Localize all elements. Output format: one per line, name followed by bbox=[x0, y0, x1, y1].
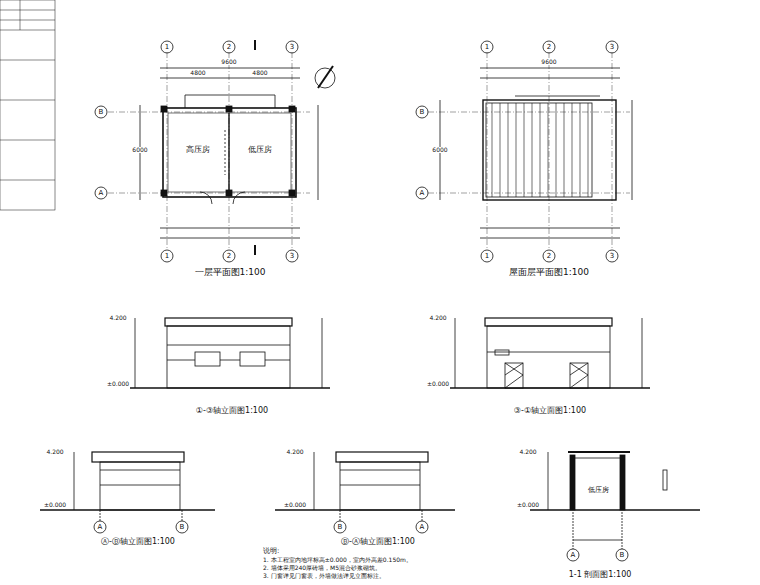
note-text: 3. 门窗详见门窗表，外墙做法详见立面标注。 bbox=[262, 573, 386, 579]
level-mark: ±0.000 bbox=[283, 502, 307, 508]
dimension: 9600 bbox=[540, 59, 557, 65]
room-name: 低压房 bbox=[247, 146, 273, 154]
axis-number: B bbox=[179, 524, 186, 531]
axis-number: A bbox=[98, 190, 105, 197]
dimension: 6000 bbox=[431, 147, 448, 153]
axis-number: 1 bbox=[484, 44, 490, 51]
axis-number: 3 bbox=[289, 44, 295, 51]
level-mark: 4.200 bbox=[45, 449, 64, 455]
level-mark: ±0.000 bbox=[426, 381, 450, 387]
axis-number: 2 bbox=[546, 44, 552, 51]
level-mark: ±0.000 bbox=[43, 502, 67, 508]
axis-number: 1 bbox=[164, 253, 170, 260]
room-name: 低压房 bbox=[587, 487, 610, 494]
note-text: 说明: bbox=[262, 548, 280, 555]
axis-number: 2 bbox=[546, 253, 552, 260]
axis-number: 1 bbox=[164, 44, 170, 51]
view-title: ③-①轴立面图1:100 bbox=[513, 407, 587, 415]
room-name: 高压房 bbox=[185, 146, 211, 154]
axis-number: B bbox=[419, 109, 426, 116]
note-text: 2. 墙体采用240厚砖墙，M5混合砂浆砌筑。 bbox=[262, 565, 382, 571]
level-mark: 4.200 bbox=[108, 315, 127, 321]
level-mark: ±0.000 bbox=[516, 502, 540, 508]
axis-number: 2 bbox=[226, 253, 232, 260]
axis-number: A bbox=[419, 524, 426, 531]
axis-number: 2 bbox=[226, 44, 232, 51]
axis-number: 3 bbox=[609, 44, 615, 51]
axis-number: B bbox=[619, 552, 626, 559]
dimension: 6000 bbox=[131, 147, 148, 153]
level-mark: 4.200 bbox=[285, 449, 304, 455]
view-title: ①-③轴立面图1:100 bbox=[195, 407, 269, 415]
axis-number: 3 bbox=[289, 253, 295, 260]
view-title: 屋面层平面图1:100 bbox=[508, 268, 590, 277]
dimension: 4800 bbox=[251, 70, 268, 76]
axis-number: 1 bbox=[484, 253, 490, 260]
view-title: 1-1 剖面图1:100 bbox=[568, 571, 633, 579]
axis-number: 3 bbox=[609, 253, 615, 260]
axis-number: B bbox=[337, 524, 344, 531]
dimension: 9600 bbox=[220, 59, 237, 65]
note-text: 1. 本工程室内地坪标高±0.000，室内外高差0.150m。 bbox=[262, 557, 413, 563]
view-title: Ⓐ-Ⓑ轴立面图1:100 bbox=[100, 538, 176, 546]
dimension: 4800 bbox=[189, 70, 206, 76]
axis-number: A bbox=[570, 552, 577, 559]
axis-number: A bbox=[419, 190, 426, 197]
level-mark: ±0.000 bbox=[106, 381, 130, 387]
axis-number: B bbox=[98, 109, 105, 116]
view-title: 一层平面图1:100 bbox=[194, 268, 267, 277]
level-mark: 4.200 bbox=[428, 315, 447, 321]
level-mark: 4.200 bbox=[518, 449, 537, 455]
view-title: Ⓑ-Ⓐ轴立面图1:100 bbox=[340, 538, 416, 546]
axis-number: A bbox=[97, 524, 104, 531]
